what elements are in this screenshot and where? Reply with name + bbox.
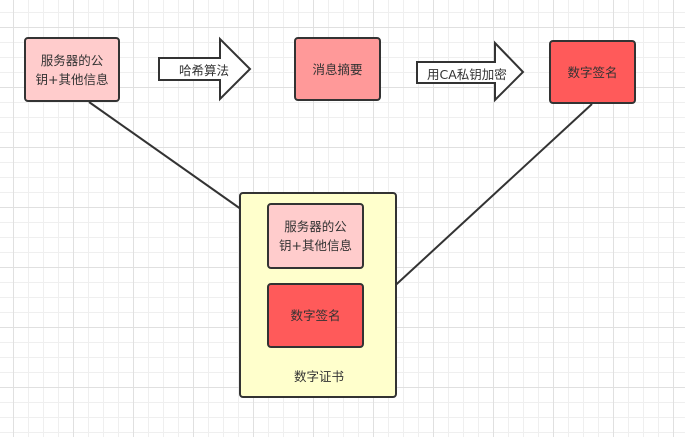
certificate-signature-label: 数字签名 bbox=[290, 308, 341, 323]
hash-arrow-label: 哈希算法 bbox=[179, 63, 230, 78]
encrypt-block-arrow[interactable] bbox=[416, 40, 525, 103]
server-key-node[interactable]: 服务器的公 钥+其他信息 bbox=[24, 37, 120, 102]
connector-signature-to-certificate[interactable] bbox=[373, 103, 593, 306]
signature-node[interactable]: 数字签名 bbox=[549, 40, 636, 104]
digest-label: 消息摘要 bbox=[312, 61, 363, 77]
digest-node[interactable]: 消息摘要 bbox=[294, 37, 381, 101]
certificate-server-key-line2: 钥+其他信息 bbox=[279, 238, 352, 253]
server-key-line1: 服务器的公 bbox=[40, 52, 104, 68]
certificate-server-key-line1: 服务器的公 bbox=[284, 219, 347, 234]
certificate-server-key-node[interactable]: 服务器的公 钥+其他信息 bbox=[267, 203, 364, 269]
encrypt-arrow-label: 用CA私钥加密 bbox=[427, 67, 507, 82]
signature-label: 数字签名 bbox=[567, 64, 618, 80]
certificate-signature-node[interactable]: 数字签名 bbox=[267, 283, 364, 348]
hash-block-arrow[interactable] bbox=[158, 36, 252, 102]
connector-server-key-to-certificate[interactable] bbox=[88, 101, 256, 220]
certificate-label: 数字证书 bbox=[294, 369, 345, 384]
server-key-line2: 钥+其他信息 bbox=[35, 71, 109, 87]
